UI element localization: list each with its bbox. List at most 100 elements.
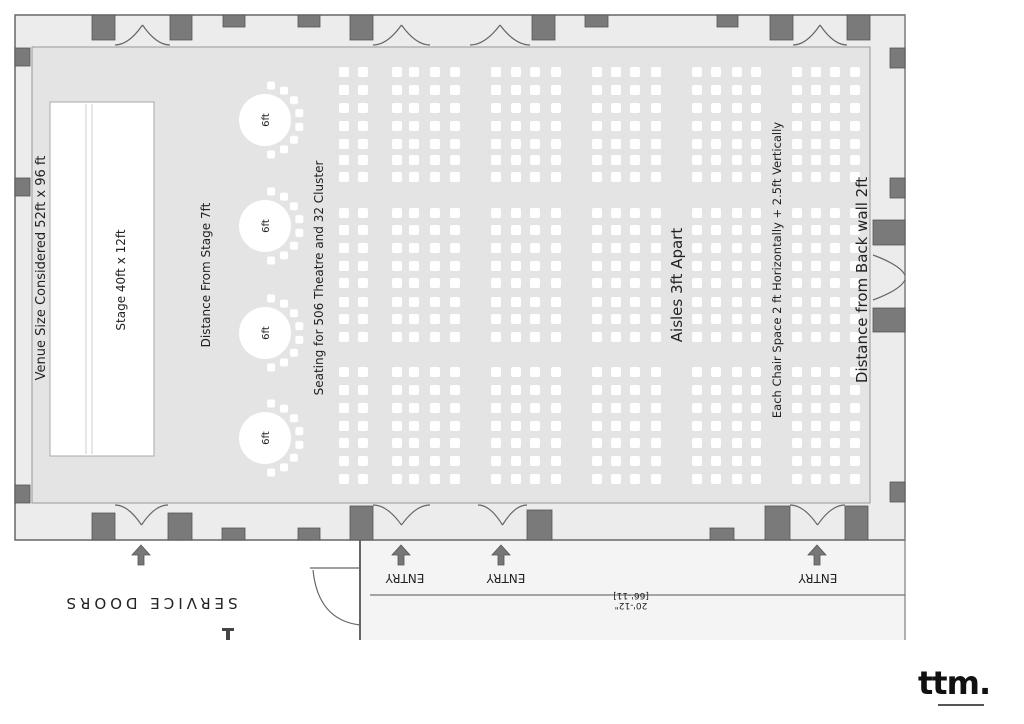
theatre-chair (732, 367, 742, 377)
cluster-chair (267, 294, 276, 303)
theatre-chair (491, 438, 501, 448)
theatre-chair (430, 438, 440, 448)
theatre-chair (511, 261, 521, 271)
theatre-chair (358, 139, 368, 149)
cluster-chair (289, 202, 298, 211)
theatre-chair (830, 278, 840, 288)
theatre-chair (850, 438, 860, 448)
theatre-chair (491, 243, 501, 253)
theatre-chair (530, 367, 540, 377)
theatre-chair (651, 314, 661, 324)
theatre-chair (430, 385, 440, 395)
theatre-chair (409, 438, 419, 448)
theatre-chair (530, 474, 540, 484)
theatre-chair (530, 121, 540, 131)
theatre-chair (358, 208, 368, 218)
door-swing (114, 24, 171, 46)
theatre-chair (692, 172, 702, 182)
theatre-chair (811, 421, 821, 431)
theatre-chair (830, 332, 840, 342)
theatre-chair (530, 139, 540, 149)
theatre-chair (630, 103, 640, 113)
cluster-chair (279, 145, 288, 154)
theatre-chair (651, 278, 661, 288)
theatre-chair (751, 421, 761, 431)
theatre-chair (830, 67, 840, 77)
theatre-chair (358, 121, 368, 131)
theatre-chair (430, 85, 440, 95)
theatre-chair (491, 297, 501, 307)
table-top (239, 200, 291, 252)
theatre-chair (611, 456, 621, 466)
theatre-chair (692, 385, 702, 395)
theatre-chair (392, 208, 402, 218)
theatre-chair (358, 385, 368, 395)
theatre-chair (811, 261, 821, 271)
theatre-chair (511, 172, 521, 182)
theatre-chair (551, 103, 561, 113)
theatre-chair (850, 243, 860, 253)
theatre-chair (551, 225, 561, 235)
pillar (844, 505, 869, 541)
theatre-chair (339, 261, 349, 271)
theatre-chair (850, 367, 860, 377)
theatre-chair (630, 155, 640, 165)
theatre-chair (611, 85, 621, 95)
theatre-chair (392, 367, 402, 377)
theatre-chair (551, 474, 561, 484)
theatre-chair (711, 155, 721, 165)
theatre-chair (811, 278, 821, 288)
cluster-chair (279, 299, 288, 308)
theatre-chair (830, 103, 840, 113)
door-swing (872, 254, 906, 301)
theatre-chair (792, 297, 802, 307)
theatre-chair (850, 139, 860, 149)
table-top (239, 412, 291, 464)
theatre-chair (392, 243, 402, 253)
theatre-chair (630, 314, 640, 324)
theatre-chair (751, 172, 761, 182)
table-size-label: 6ft (261, 431, 272, 445)
theatre-chair (792, 403, 802, 413)
theatre-chair (592, 85, 602, 95)
theatre-chair (592, 208, 602, 218)
cluster-chair (289, 414, 298, 423)
theatre-chair (611, 155, 621, 165)
theatre-chair (592, 314, 602, 324)
theatre-chair (830, 139, 840, 149)
theatre-chairs (339, 67, 860, 484)
cluster-chair (279, 86, 288, 95)
theatre-chair (732, 225, 742, 235)
seating-label: Seating for 506 Theatre and 32 Cluster (312, 161, 326, 396)
theatre-chair (850, 67, 860, 77)
theatre-chair (392, 403, 402, 413)
cluster-chair (267, 256, 276, 265)
theatre-chair (491, 367, 501, 377)
cluster-chair (267, 363, 276, 372)
theatre-chair (611, 243, 621, 253)
theatre-chair (551, 367, 561, 377)
theatre-chair (409, 297, 419, 307)
theatre-chair (751, 474, 761, 484)
entry-arrow-icon (391, 544, 411, 566)
pillar (14, 177, 31, 197)
theatre-chair (850, 103, 860, 113)
theatre-chair (732, 139, 742, 149)
theatre-chair (792, 67, 802, 77)
theatre-chair (450, 103, 460, 113)
pillar (889, 177, 906, 199)
theatre-chair (339, 225, 349, 235)
service-door-swing (312, 569, 361, 626)
theatre-chair (792, 243, 802, 253)
theatre-chair (811, 367, 821, 377)
theatre-chair (811, 297, 821, 307)
theatre-chair (450, 155, 460, 165)
theatre-chair (491, 208, 501, 218)
theatre-chair (392, 421, 402, 431)
theatre-chair (530, 85, 540, 95)
theatre-chair (811, 208, 821, 218)
theatre-chair (711, 67, 721, 77)
theatre-chair (551, 297, 561, 307)
